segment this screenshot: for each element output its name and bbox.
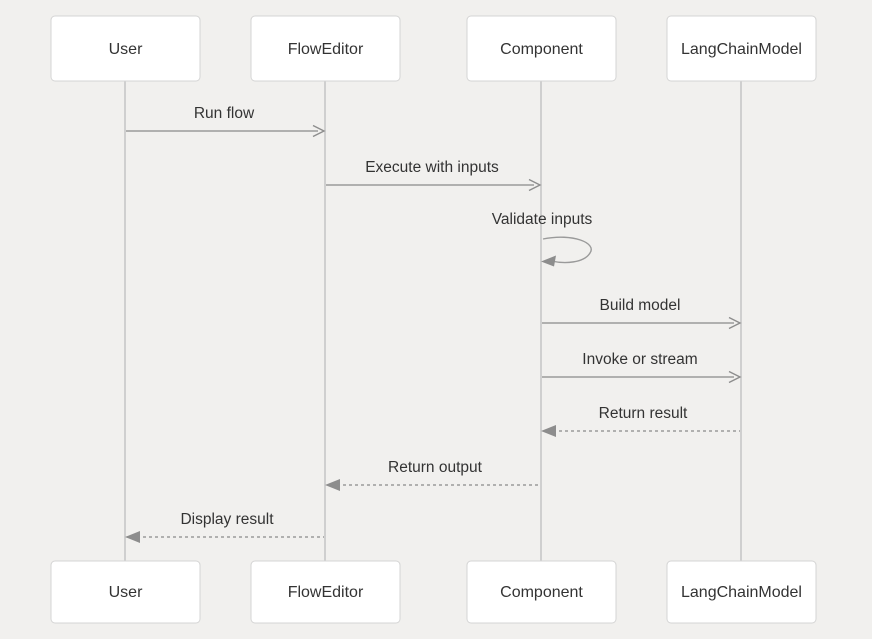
- arrowhead-open-right-icon: [528, 178, 542, 192]
- actor-box-rect: [50, 15, 201, 82]
- actor-box-rect: [466, 15, 617, 82]
- actor-label-floweditor-bottom: FlowEditor: [288, 584, 364, 601]
- message-label-invoke-or-stream: Invoke or stream: [582, 351, 697, 368]
- actor-box-rect: [250, 15, 401, 82]
- arrowhead-open-right-icon: [728, 316, 742, 330]
- actor-label-langchainmodel-bottom: LangChainModel: [681, 584, 802, 601]
- arrowhead-open-right-icon: [312, 124, 326, 138]
- actor-box-floweditor-top[interactable]: FlowEditor: [250, 15, 401, 82]
- actor-label-user-top: User: [109, 41, 143, 58]
- actor-label-floweditor-top: FlowEditor: [288, 41, 364, 58]
- actor-box-langchainmodel-bottom[interactable]: LangChainModel: [666, 560, 817, 624]
- self-loop-path: [542, 236, 592, 264]
- message-label-return-output: Return output: [388, 459, 483, 476]
- message-run-flow[interactable]: Run flow: [126, 105, 326, 138]
- actor-label-user-bottom: User: [109, 584, 143, 601]
- arrowhead-solid-left-icon: [325, 479, 340, 491]
- message-label-build-model: Build model: [600, 297, 681, 314]
- actor-box-rect: [50, 560, 201, 624]
- actor-box-component-bottom[interactable]: Component: [466, 560, 617, 624]
- actor-box-rect: [250, 560, 401, 624]
- arrowhead-open-right-icon: [728, 370, 742, 384]
- message-build-model[interactable]: Build model: [542, 297, 742, 330]
- actor-box-langchainmodel-top[interactable]: LangChainModel: [666, 15, 817, 82]
- actor-box-rect: [666, 15, 817, 82]
- actor-label-component-bottom: Component: [500, 584, 583, 601]
- actor-box-user-top[interactable]: User: [50, 15, 201, 82]
- lifelines: [124, 81, 742, 561]
- message-invoke-or-stream[interactable]: Invoke or stream: [542, 351, 742, 384]
- message-return-output[interactable]: Return output: [325, 459, 540, 491]
- actor-box-user-bottom[interactable]: User: [50, 560, 201, 624]
- actor-box-floweditor-bottom[interactable]: FlowEditor: [250, 560, 401, 624]
- message-label-validate-inputs: Validate inputs: [492, 211, 593, 228]
- actor-label-component-top: Component: [500, 41, 583, 58]
- arrowhead-solid-left-icon: [541, 425, 556, 437]
- actor-box-rect: [666, 560, 817, 624]
- arrowhead-solid-left-icon: [125, 531, 140, 543]
- actor-box-component-top[interactable]: Component: [466, 15, 617, 82]
- message-display-result[interactable]: Display result: [125, 511, 324, 543]
- message-label-display-result: Display result: [180, 511, 274, 528]
- actor-label-langchainmodel-top: LangChainModel: [681, 41, 802, 58]
- message-validate-inputs[interactable]: Validate inputs: [492, 211, 593, 267]
- arrowhead-solid-left-icon: [541, 255, 556, 267]
- message-label-run-flow: Run flow: [194, 105, 255, 122]
- message-execute-with-inputs[interactable]: Execute with inputs: [326, 159, 542, 192]
- message-label-execute-with-inputs: Execute with inputs: [365, 159, 499, 176]
- message-label-return-result: Return result: [599, 405, 688, 422]
- message-return-result[interactable]: Return result: [541, 405, 740, 437]
- actor-box-rect: [466, 560, 617, 624]
